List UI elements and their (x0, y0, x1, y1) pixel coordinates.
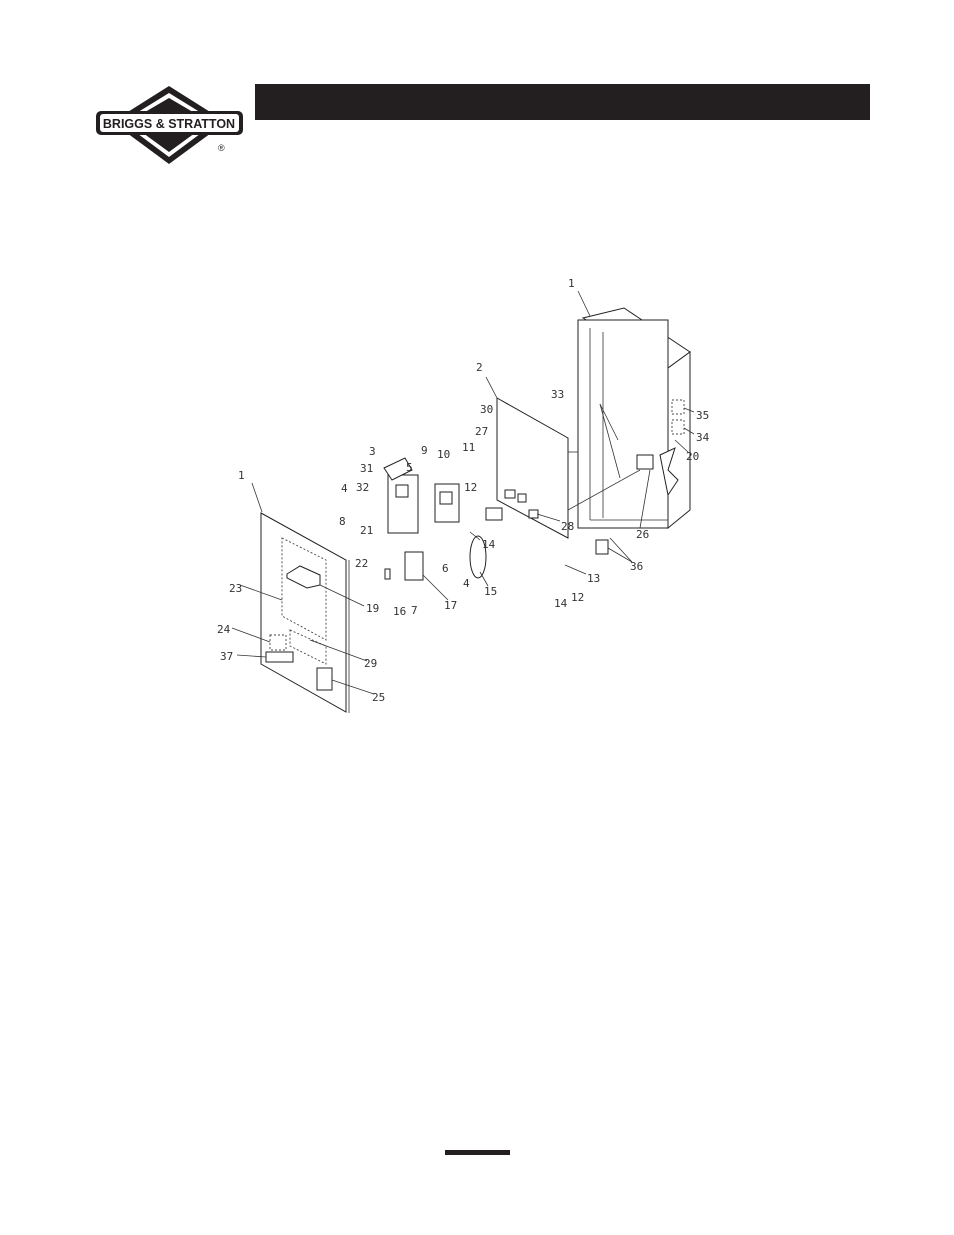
callout: 12 (571, 591, 584, 604)
callout: 10 (437, 448, 450, 461)
callout: 32 (356, 481, 369, 494)
callout: 8 (339, 515, 346, 528)
callout: 26 (636, 528, 649, 541)
callout: 19 (366, 602, 379, 615)
callout: 9 (421, 444, 428, 457)
callout: 34 (696, 431, 710, 444)
callout: 30 (480, 403, 493, 416)
page-footer-bar (445, 1150, 510, 1155)
callout: 5 (406, 461, 413, 474)
callout: 4 (341, 482, 348, 495)
callout: 7 (411, 604, 418, 617)
callout: 31 (360, 462, 373, 475)
callout: 2 (476, 361, 483, 374)
callout: 23 (229, 582, 242, 595)
callout: 11 (462, 441, 475, 454)
callout: 29 (364, 657, 377, 670)
components (384, 458, 608, 580)
callout: 1 (238, 469, 245, 482)
callout: 27 (475, 425, 488, 438)
callout: 16 (393, 605, 406, 618)
callout: 1 (568, 277, 575, 290)
callout: 3 (369, 445, 376, 458)
callout: 36 (630, 560, 643, 573)
callout: 25 (372, 691, 385, 704)
callout: 14 (554, 597, 568, 610)
callout: 6 (442, 562, 449, 575)
callout: 28 (561, 520, 574, 533)
callout: 33 (551, 388, 564, 401)
callout: 12 (464, 481, 477, 494)
callout: 15 (484, 585, 497, 598)
callout: 4 (463, 577, 470, 590)
callout: 22 (355, 557, 368, 570)
callout: 37 (220, 650, 233, 663)
callout: 24 (217, 623, 231, 636)
callout: 20 (686, 450, 699, 463)
callout: 35 (696, 409, 709, 422)
callout: 21 (360, 524, 373, 537)
front-panel (261, 513, 349, 713)
callout: 14 (482, 538, 496, 551)
callout: 13 (587, 572, 600, 585)
callout: 17 (444, 599, 457, 612)
